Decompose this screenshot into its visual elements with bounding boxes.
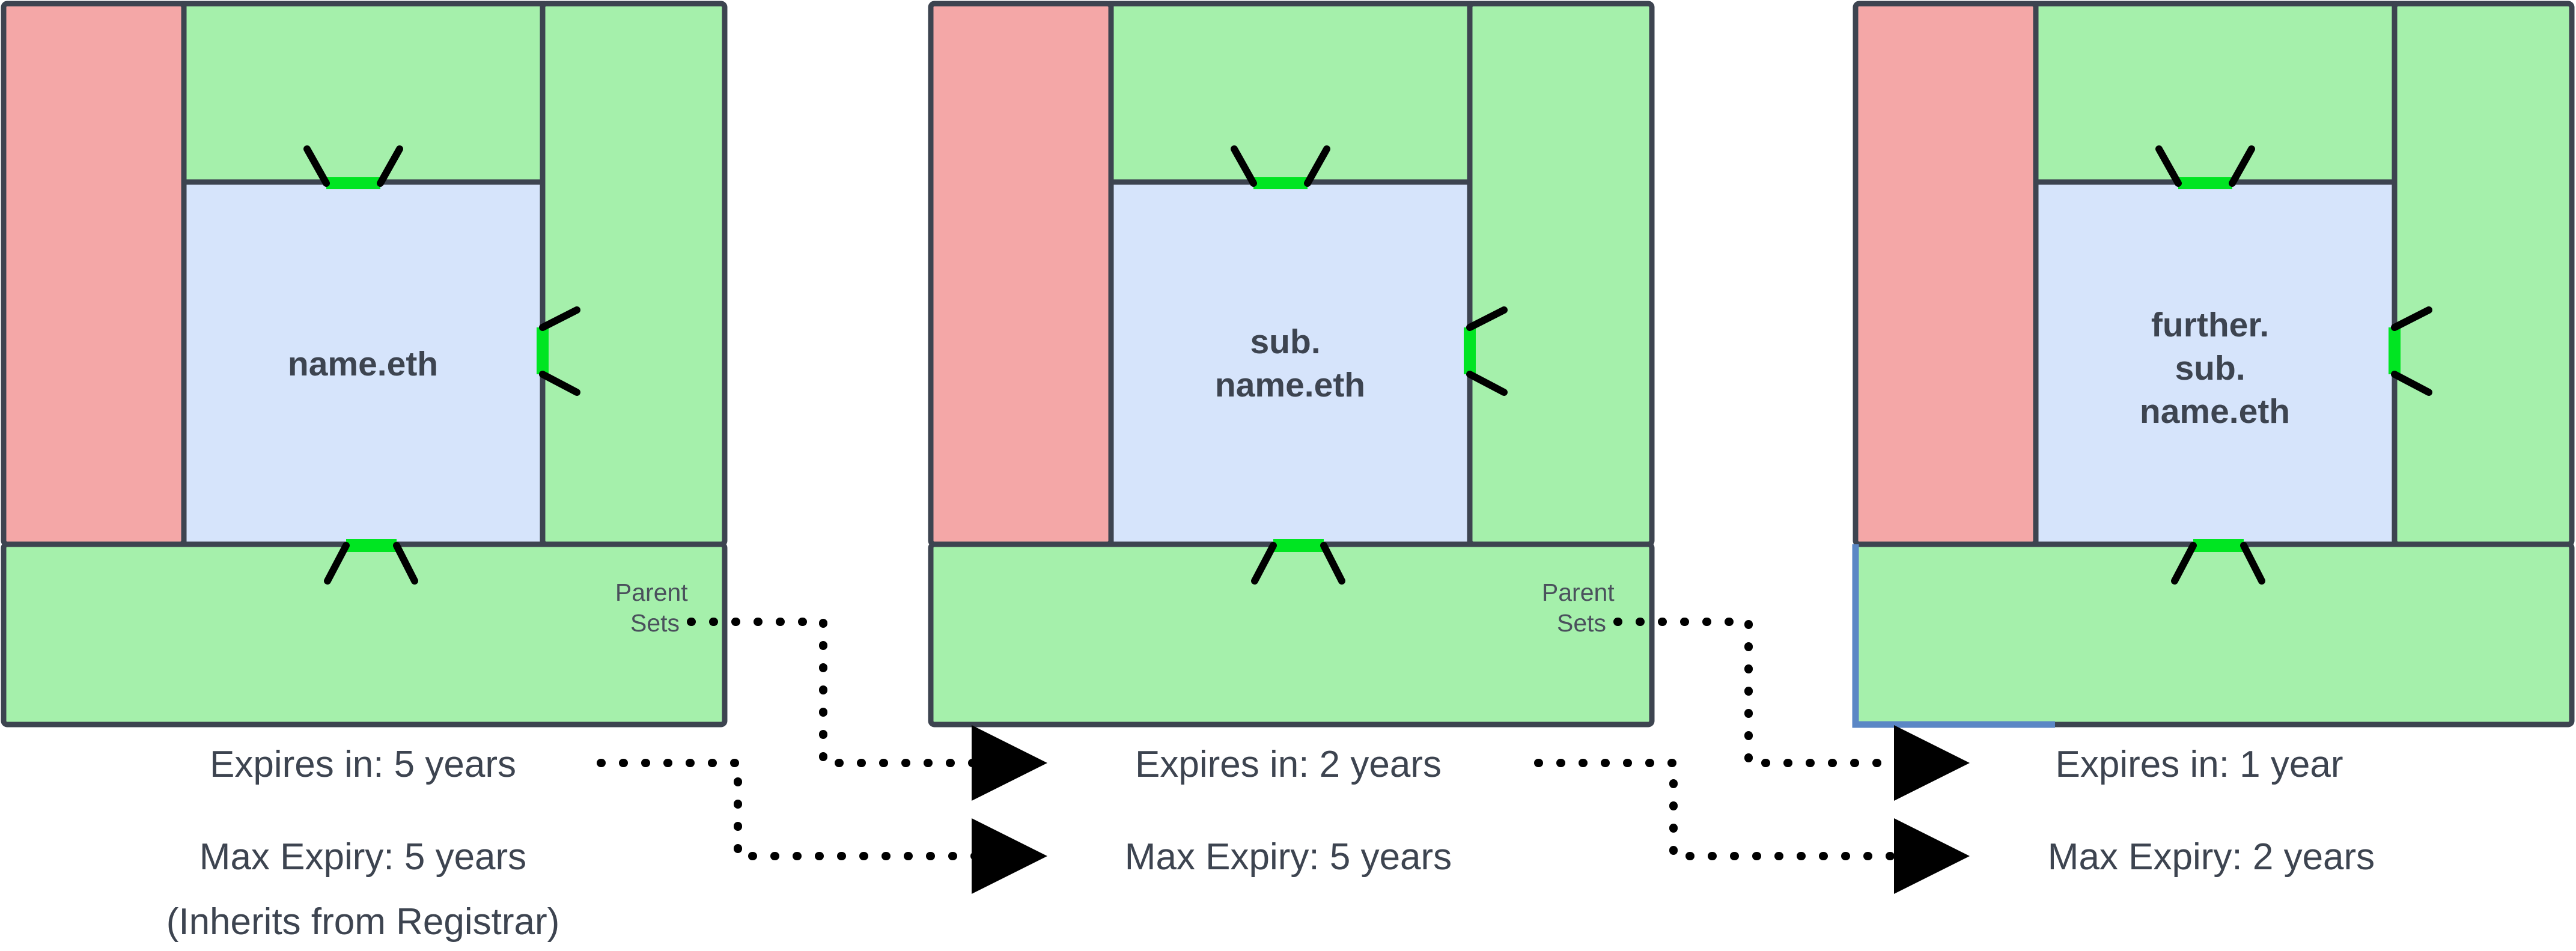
panel-1[interactable]: name.eth Parent Sets — [1, 1, 728, 728]
panel-2-green-right-region — [1467, 1, 1655, 547]
panel-2-parent-sets-line-2: Sets — [1557, 609, 1606, 637]
panel-2-bottom-gate-icon — [1251, 539, 1345, 585]
connector-expiry-2 — [1534, 759, 1970, 894]
panel-1-top-gate-icon — [303, 145, 403, 189]
panel-1-caption-expires: Expires in: 5 years — [210, 744, 516, 785]
panel-3-right-gate-icon — [2389, 306, 2432, 396]
panel-1-parent-sets-line-1: Parent — [615, 579, 688, 606]
panel-3-node-box[interactable] — [2033, 179, 2398, 547]
panel-1-footer-region — [1, 541, 728, 728]
panel-2-node-label-line-1: sub. — [1250, 323, 1320, 361]
panel-2-top-gate-icon — [1231, 145, 1330, 189]
panel-1-parent-sets-line-2: Sets — [630, 609, 680, 637]
panel-3-green-right-region — [2392, 1, 2575, 547]
panel-3-bottom-gate-icon — [2171, 539, 2265, 585]
panel-1-node-label: name.eth — [288, 345, 438, 383]
panel-3-selection-outline — [1852, 544, 2055, 728]
panel-3-caption-expires: Expires in: 1 year — [2056, 744, 2343, 785]
panel-3-top-gate-icon — [2155, 145, 2255, 189]
panel-2-red-region — [928, 1, 1114, 547]
connector-parentsets-2 — [1613, 618, 1970, 801]
panel-3-green-top-region — [2033, 1, 2398, 185]
panel-2-parent-sets-line-1: Parent — [1542, 579, 1615, 606]
panel-2-node-label-line-2: name.eth — [1215, 366, 1365, 404]
panel-3-caption-max-expiry: Max Expiry: 2 years — [2048, 836, 2375, 878]
panel-2[interactable]: sub. name.eth Parent Sets — [928, 1, 1655, 728]
connector-expiry-1 — [597, 759, 1047, 894]
panel-3-node-label: further. sub. name.eth — [2140, 306, 2290, 431]
panel-1-node-box[interactable] — [181, 179, 546, 547]
panel-1-right-gate-icon — [537, 306, 580, 396]
panel-3-node-label-line-2: sub. — [2175, 349, 2245, 387]
panel-1-parent-sets-label: Parent Sets — [615, 579, 695, 637]
panel-2-caption-max-expiry: Max Expiry: 5 years — [1125, 836, 1452, 878]
panel-3-footer-region — [1853, 541, 2575, 728]
panel-1-caption-max-expiry: Max Expiry: 5 years — [199, 836, 526, 878]
panel-3[interactable]: further. sub. name.eth — [1852, 1, 2575, 728]
panel-2-node-label: sub. name.eth — [1215, 323, 1365, 404]
panel-2-caption-expires: Expires in: 2 years — [1135, 744, 1442, 785]
panel-2-captions: Expires in: 2 years Max Expiry: 5 years — [1125, 744, 1452, 878]
panel-1-caption-inherits: (Inherits from Registrar) — [166, 901, 560, 943]
connector-parentsets-1 — [687, 618, 1047, 801]
panel-1-green-right-region — [540, 1, 728, 547]
panel-2-footer-region — [928, 541, 1655, 728]
panel-3-captions: Expires in: 1 year Max Expiry: 2 years — [2048, 744, 2375, 878]
panel-1-node-label-line: name.eth — [288, 345, 438, 383]
panel-2-node-box[interactable] — [1108, 179, 1473, 547]
panel-1-green-top-region — [181, 1, 546, 185]
panel-1-red-region — [1, 1, 187, 547]
panel-2-right-gate-icon — [1464, 306, 1508, 396]
panel-2-green-top-region — [1108, 1, 1473, 185]
panel-1-bottom-gate-icon — [324, 539, 418, 585]
panel-3-red-region — [1853, 1, 2039, 547]
panel-3-node-label-line-1: further. — [2151, 306, 2269, 344]
panel-3-node-label-line-3: name.eth — [2140, 392, 2290, 431]
panel-2-parent-sets-label: Parent Sets — [1542, 579, 1621, 637]
panel-1-captions: Expires in: 5 years Max Expiry: 5 years … — [166, 744, 560, 943]
